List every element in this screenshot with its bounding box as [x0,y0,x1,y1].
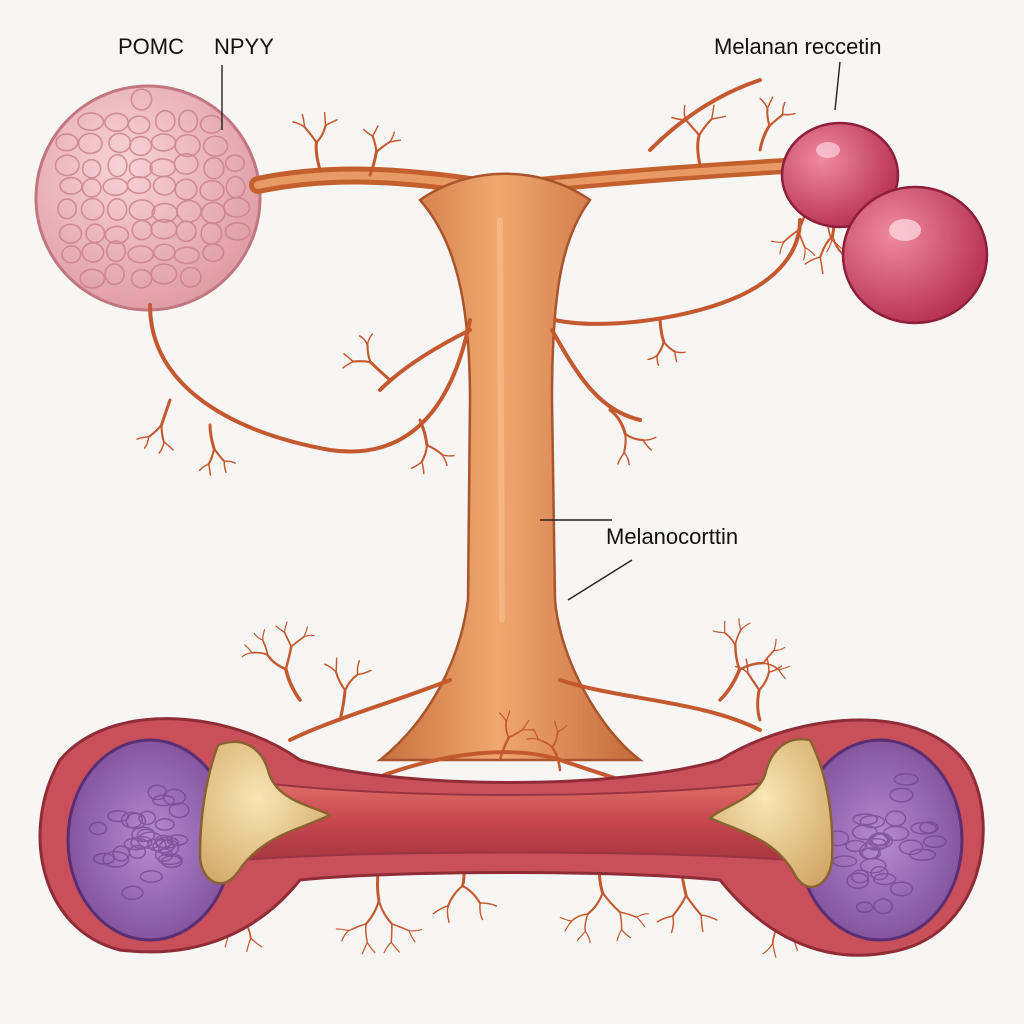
central-stalk [376,172,644,762]
melanocortin-receptor [780,121,989,325]
npyy-label: NPYY [214,34,274,59]
pomc-label: POMC [118,34,184,59]
left-adrenal [198,740,333,885]
right-adrenal [707,737,834,889]
pomc-npy-cell [34,84,262,312]
melanocortin-label: Melanocorttin [606,524,739,549]
receptor-leader-line [834,61,841,111]
melanocortin-leader-line-2 [567,559,633,601]
melanan-receptor-label: Melanan reccetin [714,34,882,59]
bottom-organ [38,717,985,957]
